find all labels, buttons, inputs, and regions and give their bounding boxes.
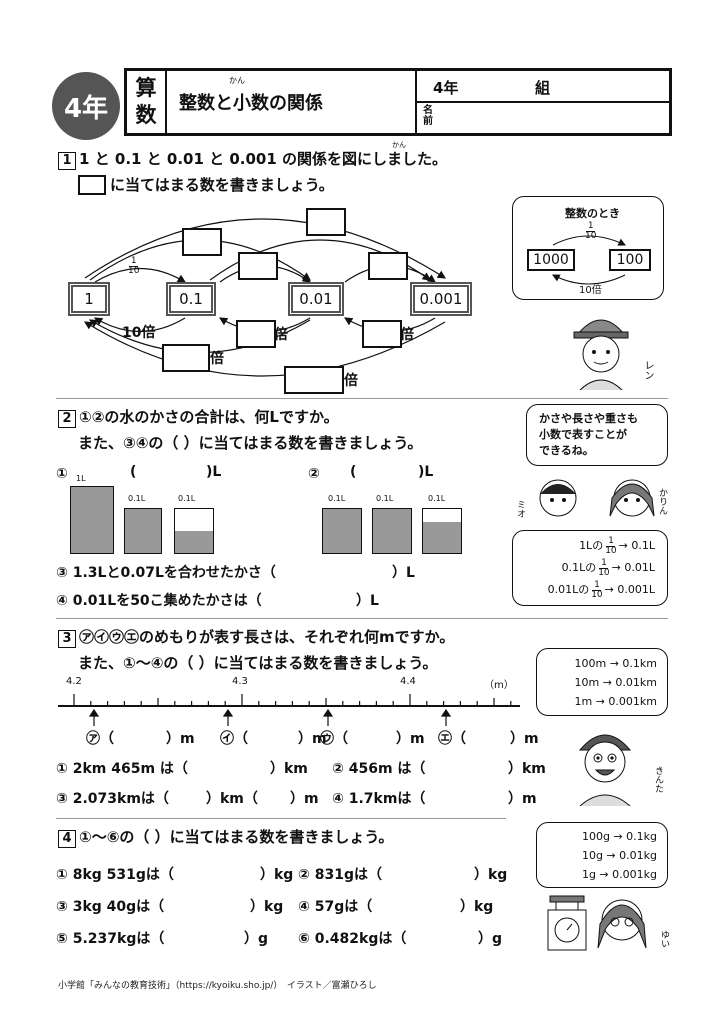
- value-box-0-01: 0.01: [288, 282, 344, 316]
- worksheet-title: 整数と小数の関係: [179, 93, 323, 114]
- grade-badge: 4年: [52, 72, 120, 140]
- q2-line2: また、③④の（ ）に当てはまる数を書きましょう。: [78, 434, 423, 452]
- q3-line2: また、①～④の（ ）に当てはまる数を書きましょう。: [78, 654, 438, 672]
- answer-field-a[interactable]: [112, 726, 164, 746]
- answer-box[interactable]: [306, 208, 346, 236]
- class-label: 4年: [433, 79, 459, 97]
- answer-field-i[interactable]: [246, 726, 296, 746]
- bubble-box-100: 100: [609, 249, 651, 271]
- value-box-1: 1: [68, 282, 110, 316]
- answer-box[interactable]: [236, 320, 276, 348]
- worksheet-header: 算 数 かん 整数と小数の関係 4年 組 名 前: [124, 68, 672, 136]
- value-box-0-1: 0.1: [166, 282, 216, 316]
- answer-field-q2-4[interactable]: [312, 588, 354, 610]
- title-ruby: かん: [229, 76, 245, 85]
- label-10-times: 10倍: [122, 325, 156, 341]
- group-label: 組: [535, 79, 551, 97]
- beaker-0-1L-partial: [174, 508, 214, 554]
- answer-field-q2-1[interactable]: [140, 462, 204, 484]
- answer-field-q2-2[interactable]: [360, 462, 416, 484]
- character-ren-illustration: [573, 319, 629, 390]
- answer-box[interactable]: [284, 366, 344, 394]
- hint-bubble-units: かさや長さや重さも 小数で表すことが できるね。: [526, 404, 668, 466]
- beaker-0-1L-full: [372, 508, 412, 554]
- conversion-bubble-m: 100m → 0.1km 10m → 0.01km 1m → 0.001km: [536, 648, 668, 716]
- beaker-0-1L-full: [124, 508, 162, 554]
- q2-item4: ④ 0.01Lを50こ集めたかさは（: [56, 593, 262, 609]
- character-name-ren: レン: [642, 360, 653, 380]
- conversion-bubble-kg: 100g → 0.1kg 10g → 0.01kg 1g → 0.001kg: [536, 822, 668, 888]
- q1-number: 1: [58, 152, 76, 170]
- q1-line1: 1 と 0.1 と 0.01 と 0.001 の関係を図にしました。: [79, 150, 448, 168]
- answer-field-q2-3[interactable]: [340, 560, 390, 582]
- number-line-meters: [58, 694, 520, 726]
- footer-credit: 小学館「みんなの教育技術」（https://kyoiku.sho.jp/） イラ…: [58, 981, 377, 991]
- q1-line2: に当てはまる数を書きましょう。: [110, 176, 334, 194]
- answer-box[interactable]: [368, 252, 408, 280]
- value-box-0-001: 0.001: [410, 282, 472, 316]
- answer-box[interactable]: [362, 320, 402, 348]
- characters-mio-karin-illustration: [539, 479, 655, 517]
- answer-field-e[interactable]: [464, 726, 508, 746]
- bubble-box-1000: 1000: [527, 249, 575, 271]
- name-field[interactable]: [457, 105, 662, 129]
- answer-field-u[interactable]: [346, 726, 394, 746]
- character-kinta-illustration: [578, 734, 632, 806]
- answer-box[interactable]: [238, 252, 278, 280]
- name-label: 名 前: [423, 105, 433, 127]
- answer-box[interactable]: [182, 228, 222, 256]
- beaker-0-1L-partial: [422, 508, 462, 554]
- beaker-0-1L-full: [322, 508, 362, 554]
- character-yui-with-scale-illustration: [547, 895, 647, 951]
- blank-sample-box: [78, 174, 106, 195]
- answer-box[interactable]: [162, 344, 210, 372]
- q2-item3: ③ 1.3Lと0.07Lを合わせたかさ（: [56, 565, 276, 581]
- subject-label: 算 数: [127, 71, 167, 133]
- q1-line2-row: に当てはまる数を書きましょう。: [78, 174, 334, 195]
- beaker-1L-full: [70, 486, 114, 554]
